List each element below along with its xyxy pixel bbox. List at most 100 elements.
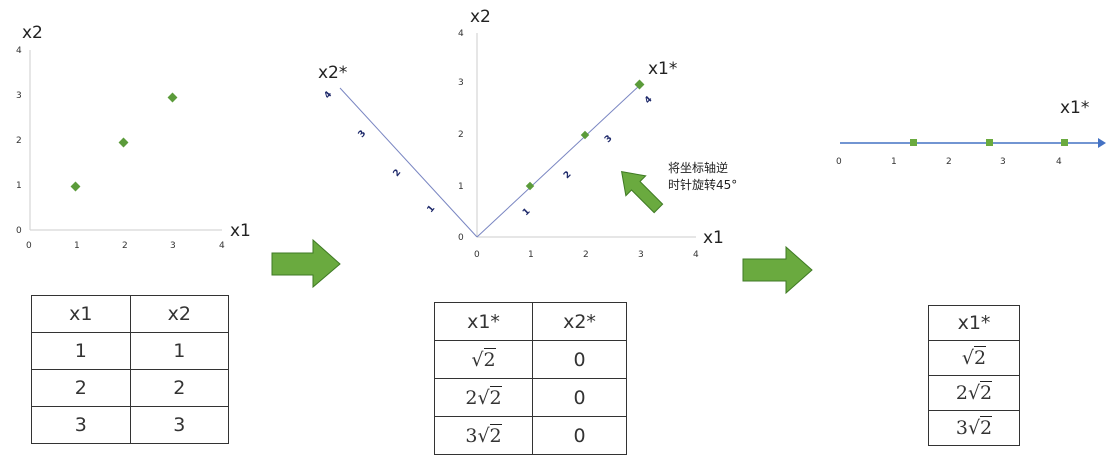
panel1-x1-label: x1 [230,221,251,241]
sqrt-expression: √2 [961,346,987,369]
radicand: 2 [489,385,502,409]
panel2-xtick: 1 [528,250,534,260]
panel2-x1-label: x1 [703,228,724,248]
data-point-marker [118,137,129,148]
data-point-marker [986,139,993,146]
sqrt-expression: 3√2 [955,416,993,439]
radicand: 2 [489,423,502,447]
table-header-row: x1 x2 [31,295,229,333]
x1-star-axis [476,84,641,238]
panel1-xtick: 4 [219,241,225,251]
table-header-cell: x2* [532,302,627,341]
sqrt-expression: 2√2 [465,385,502,409]
panel1-x2-label: x2 [22,23,43,43]
data-point-marker [525,181,535,191]
table-row: 3√2 0 [434,416,627,455]
table-header-cell: x1* [434,302,533,341]
original-coords-table: x1 x2 1 1 2 2 3 3 [31,295,229,444]
panel2-ytick: 1 [458,182,464,192]
x1-star-tick: 3 [603,134,615,146]
x1-star-tick: 2 [562,170,574,182]
panel2-x2-label: x2 [470,7,491,27]
table-cell: 3√2 [434,416,533,455]
x1-star-label: x1* [648,59,677,79]
data-point-marker [634,79,645,90]
panel2-ytick: 4 [458,29,464,39]
panel2-xtick: 2 [583,250,589,260]
panel1-xtick: 3 [170,241,176,251]
panel3-xtick: 4 [1056,157,1062,167]
panel1-ytick: 1 [16,181,22,191]
radicand: 2 [974,346,987,369]
coefficient: 2 [465,386,478,409]
panel2-xtick: 3 [638,250,644,260]
panel2-xtick: 0 [474,250,480,260]
table-row: √2 0 [434,340,627,379]
table-row: 1 1 [31,332,229,370]
rotation-note-line2: 时针旋转45° [668,178,738,192]
table-row: 2 2 [31,369,229,407]
panel1-ytick: 3 [16,91,22,101]
table-cell: 1 [129,332,229,370]
x2-star-tick: 4 [323,90,335,101]
radicand: 2 [483,347,496,371]
panel3-xtick: 1 [891,157,897,167]
table-header-cell: x2 [129,295,229,333]
panel2-chart: 0 1 2 3 4 0 1 2 3 4 x2 x1 x2* x1* 1 2 3 … [318,7,724,260]
panel2-ytick: 2 [458,130,464,140]
panel3-xtick: 0 [836,157,842,167]
table-row: 3√2 [928,410,1020,446]
table-header-cell: x1* [928,305,1020,341]
table-cell: 3 [31,406,131,444]
table-row: 2√2 0 [434,378,627,417]
x2-star-label: x2* [318,63,347,83]
table-cell: 0 [532,416,627,455]
coefficient: 3 [465,424,478,447]
table-header-row: x1* [928,305,1020,341]
panel2-xtick: 4 [693,250,699,260]
data-point-marker [70,181,81,192]
x2-star-axis [339,87,478,238]
x2-star-tick: 1 [426,204,438,215]
panel1-chart: 0 1 2 3 4 0 1 2 3 4 x2 x1 [16,23,251,251]
table-header-cell: x1 [31,295,131,333]
rotation-note: 将坐标轴逆 时针旋转45° [668,160,737,194]
x2-star-tick: 2 [392,168,404,179]
panel1-ytick: 4 [16,46,22,56]
data-point-marker [910,139,917,146]
table-row: 2√2 [928,375,1020,411]
panel2-ytick: 3 [458,78,464,88]
rotated-coords-table: x1* x2* √2 0 2√2 0 3√2 0 [434,302,627,455]
rotate-arrow-icon [620,170,664,214]
projected-coords-table: x1* √2 2√2 3√2 [928,305,1020,446]
panel3-xtick: 3 [1000,157,1006,167]
table-cell: 0 [532,378,627,417]
sqrt-expression: 3√2 [465,423,502,447]
rotation-note-line1: 将坐标轴逆 [668,161,729,175]
x2-star-tick: 3 [357,129,369,140]
table-cell: 3√2 [928,410,1020,446]
table-cell: 1 [31,332,131,370]
table-header-row: x1* x2* [434,302,627,341]
x1-star-tick: 1 [521,207,533,219]
table-cell: 2 [31,369,131,407]
data-point-marker [580,130,590,140]
panel2-ytick: 0 [458,233,464,243]
panel1-xtick: 1 [74,241,80,251]
panel3-numberline: 0 1 2 3 4 x1* [836,98,1106,167]
sqrt-expression: 2√2 [955,381,993,404]
table-cell: 2√2 [928,375,1020,411]
table-cell: 2 [129,369,229,407]
x1-star-tick: 4 [643,95,655,107]
panel1-xtick: 0 [26,241,32,251]
table-row: √2 [928,340,1020,376]
table-cell: 0 [532,340,627,379]
sqrt-expression: √2 [471,347,496,371]
coefficient: 3 [955,417,968,439]
panel1-xtick: 2 [122,241,128,251]
radicand: 2 [980,416,993,439]
data-point-marker [1061,139,1068,146]
data-point-marker [167,92,178,103]
table-cell: 3 [129,406,229,444]
